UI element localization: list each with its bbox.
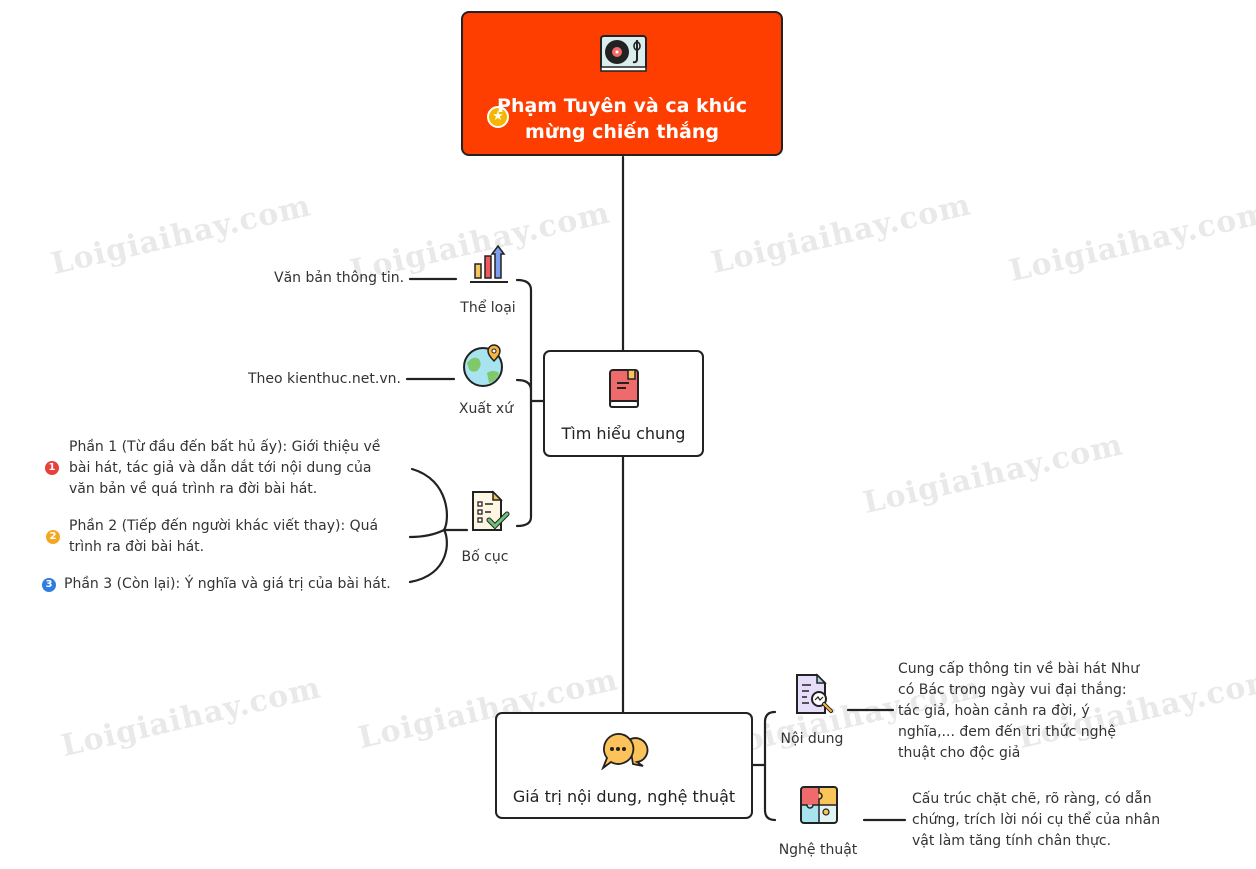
- detail-noi-dung: Cung cấp thông tin về bài hát Như có Bác…: [898, 659, 1139, 764]
- label-noi-dung: Nội dung: [780, 731, 844, 747]
- document-search-icon: [796, 673, 833, 714]
- branch-tim-hieu-chung[interactable]: Tìm hiểu chung: [543, 350, 704, 457]
- label-the-loai: Thể loại: [460, 300, 516, 316]
- detail-line: thuật cho độc giả: [898, 745, 1021, 761]
- branch-title: Tìm hiểu chung: [561, 424, 686, 443]
- bracket-tim-hieu-chung: [515, 278, 533, 528]
- record-player-icon: [600, 35, 647, 72]
- label-bo-cuc: Bố cục: [461, 549, 509, 565]
- number-badge-1: 1: [45, 461, 59, 475]
- part-3-text: Phần 3 (Còn lại): Ý nghĩa và giá trị của…: [64, 576, 391, 592]
- bracket-gia-tri: [763, 710, 777, 822]
- label-xuat-xu: Xuất xứ: [458, 401, 514, 417]
- detail-line: vật làm tăng tính chân thực.: [912, 833, 1112, 849]
- book-icon: [609, 369, 639, 408]
- detail-line: tác giả, hoàn cảnh ra đời, ý: [898, 703, 1090, 719]
- detail-line: chứng, trích lời nói cụ thể của nhân: [912, 812, 1161, 828]
- part-2-line: trình ra đời bài hát.: [69, 539, 205, 555]
- root-node[interactable]: ★ Phạm Tuyên và ca khúc mừng chiến thắng: [461, 11, 783, 156]
- curve-part2: [408, 528, 446, 539]
- number-badge-3: 3: [42, 578, 56, 592]
- detail-line: có Bác trong ngày vui đại thắng:: [898, 682, 1127, 698]
- root-title-line2: mừng chiến thắng: [525, 121, 719, 143]
- label-nghe-thuat: Nghệ thuật: [778, 842, 858, 858]
- branch-gia-tri[interactable]: Giá trị nội dung, nghệ thuật: [495, 712, 753, 819]
- root-title: Phạm Tuyên và ca khúc mừng chiến thắng: [463, 93, 781, 145]
- part-1-text: Phần 1 (Từ đầu đến bất hủ ấy): Giới thiệ…: [69, 437, 380, 500]
- part-1-line: Phần 1 (Từ đầu đến bất hủ ấy): Giới thiệ…: [69, 439, 381, 455]
- root-title-line1: Phạm Tuyên và ca khúc: [497, 95, 747, 117]
- branch-title: Giá trị nội dung, nghệ thuật: [512, 787, 736, 806]
- bar-chart-icon: [470, 244, 508, 283]
- detail-line: nghĩa,... đem đến tri thức nghệ: [898, 724, 1116, 740]
- detail-line: Cung cấp thông tin về bài hát Như: [898, 661, 1140, 677]
- chat-bubbles-icon: [601, 733, 649, 770]
- globe-pin-icon: [463, 344, 503, 387]
- curve-part1: [410, 467, 449, 532]
- detail-nghe-thuat: Cấu trúc chặt chẽ, rõ ràng, có dẫn chứng…: [912, 789, 1160, 852]
- part-2-line: Phần 2 (Tiếp đến người khác viết thay): …: [69, 518, 379, 534]
- star-icon: ★: [487, 106, 509, 128]
- part-1-line: bài hát, tác giả và dẫn dắt tới nội dung…: [69, 460, 372, 476]
- puzzle-icon: [800, 786, 838, 824]
- curve-part3: [408, 528, 448, 584]
- detail-the-loai: Văn bản thông tin.: [274, 270, 405, 286]
- detail-line: Cấu trúc chặt chẽ, rõ ràng, có dẫn: [912, 791, 1152, 807]
- detail-xuat-xu: Theo kienthuc.net.vn.: [248, 371, 401, 387]
- checklist-icon: [472, 490, 510, 531]
- part-2-text: Phần 2 (Tiếp đến người khác viết thay): …: [69, 516, 378, 558]
- number-badge-2: 2: [46, 530, 60, 544]
- part-1-line: văn bản về quá trình ra đời bài hát.: [69, 481, 318, 497]
